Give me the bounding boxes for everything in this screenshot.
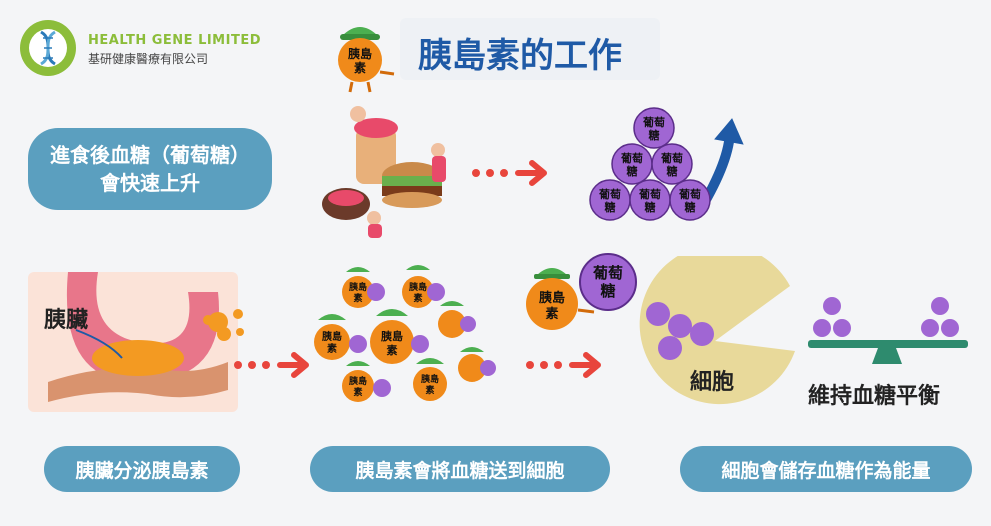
blood-sugar-rise-pill: 進食後血糖（葡萄糖） 會快速上升: [28, 128, 272, 210]
svg-text:葡萄: 葡萄: [598, 187, 621, 201]
glucose-small: [460, 316, 476, 332]
insulin-mascot-title: 胰島 素: [330, 14, 400, 94]
svg-text:胰島: 胰島: [409, 281, 427, 293]
step3-pill: 細胞會儲存血糖作為能量: [680, 446, 972, 492]
svg-text:素: 素: [353, 386, 362, 398]
pancreas-illustration: [28, 272, 238, 412]
step2-pill: 胰島素會將血糖送到細胞: [310, 446, 610, 492]
svg-text:素: 素: [387, 343, 398, 357]
glucose-in-cell: [690, 322, 714, 346]
glucose-small: [823, 297, 841, 315]
page-title: 胰島素的工作: [418, 36, 622, 76]
mascot-label-bottom: 素: [354, 60, 366, 75]
svg-text:素: 素: [425, 384, 434, 396]
svg-text:胰島: 胰島: [322, 330, 342, 343]
glucose-molecule: 葡萄 糖: [669, 179, 711, 221]
food-illustration: [316, 100, 456, 240]
glucose-in-cell: [646, 302, 670, 326]
title-background: [400, 18, 660, 80]
svg-text:胰島: 胰島: [421, 373, 439, 385]
svg-text:葡萄: 葡萄: [638, 187, 661, 201]
svg-text:糖: 糖: [627, 164, 638, 178]
glucose-molecule: 葡萄 糖: [651, 143, 693, 185]
glucose-small: [427, 283, 445, 301]
glucose-small: [480, 360, 496, 376]
step2-label: 胰島素會將血糖送到細胞: [355, 459, 565, 482]
glucose-molecule: 葡萄 糖: [633, 107, 675, 149]
insulin-mascot: [458, 347, 486, 382]
insulin-mascot: [438, 301, 466, 338]
svg-text:胰島: 胰島: [349, 375, 367, 387]
svg-text:胰島: 胰島: [349, 281, 367, 293]
arrow-pancreas-to-insulin: [232, 350, 312, 380]
svg-text:糖: 糖: [685, 200, 696, 214]
svg-text:胰島: 胰島: [380, 329, 403, 343]
glucose-pyramid: 葡萄 糖 葡萄 糖 葡萄 糖 葡萄 糖 葡萄 糖 葡萄 糖: [589, 107, 744, 221]
mascot-label-top: 胰島: [348, 46, 372, 61]
step1-label: 胰臟分泌胰島素: [75, 459, 209, 482]
step1-pill: 胰臟分泌胰島素: [44, 446, 240, 492]
secretion-dots: [200, 304, 250, 344]
svg-text:葡萄: 葡萄: [678, 187, 701, 201]
glucose-small: [411, 335, 429, 353]
glucose-molecule: 葡萄 糖: [629, 179, 671, 221]
svg-text:糖: 糖: [605, 200, 616, 214]
svg-text:葡萄: 葡萄: [592, 264, 623, 282]
glucose-in-cell: [658, 336, 682, 360]
svg-text:葡萄: 葡萄: [620, 151, 643, 165]
glucose-small: [813, 319, 831, 337]
company-name-en: HEALTH GENE LIMITED: [88, 33, 261, 48]
svg-text:素: 素: [413, 292, 422, 304]
glucose-small: [373, 379, 391, 397]
svg-text:素: 素: [327, 342, 337, 355]
arrow-food-to-glucose: [470, 158, 550, 188]
insulin-mascot: 胰島 素: [314, 314, 350, 360]
company-logo: [18, 18, 78, 78]
glucose-molecule: 葡萄 糖: [611, 143, 653, 185]
svg-text:胰島: 胰島: [539, 290, 565, 306]
glucose-small: [349, 335, 367, 353]
glucose-small: [941, 319, 959, 337]
cell-illustration: [639, 256, 795, 405]
glucose-small: [921, 319, 939, 337]
svg-text:素: 素: [353, 292, 362, 304]
svg-text:糖: 糖: [645, 200, 656, 214]
insulin-mascot: 胰島 素: [342, 361, 374, 402]
insulin-carrying-glucose: 胰島 素 葡萄 糖: [526, 253, 637, 330]
svg-text:葡萄: 葡萄: [642, 115, 665, 129]
insulin-crowd: 胰島 素 胰島 素 胰島 素 胰島 素 胰島 素 胰島 素: [314, 265, 496, 402]
blood-sugar-rise-line1: 進食後血糖（葡萄糖）: [50, 143, 250, 167]
insulin-mascot: 胰島 素: [342, 267, 374, 308]
pancreas-label: 胰臟: [44, 308, 89, 333]
arrow-insulin-to-cell: [524, 350, 604, 380]
cell-label: 細胞: [690, 370, 735, 395]
glucose-molecule: 葡萄 糖: [589, 179, 631, 221]
step3-label: 細胞會儲存血糖作為能量: [721, 459, 931, 482]
insulin-mascot: 胰島 素: [370, 309, 414, 364]
insulin-mascot: 胰島 素: [413, 358, 447, 401]
glucose-small: [931, 297, 949, 315]
insulin-mascot: 胰島 素: [402, 265, 434, 308]
glucose-small: [833, 319, 851, 337]
balance-label: 維持血糖平衡: [808, 384, 941, 409]
glucose-small: [367, 283, 385, 301]
company-name-zh: 基研健康醫療有限公司: [88, 52, 209, 66]
svg-text:糖: 糖: [667, 164, 678, 178]
dna-logo-icon: [20, 20, 76, 76]
svg-text:糖: 糖: [649, 128, 660, 142]
balance-seesaw: [808, 297, 968, 364]
svg-text:素: 素: [545, 306, 558, 322]
svg-text:糖: 糖: [600, 282, 615, 300]
glucose-bubble: [579, 253, 637, 311]
glucose-in-cell: [668, 314, 692, 338]
blood-sugar-rise-line2: 會快速上升: [100, 171, 200, 195]
svg-text:葡萄: 葡萄: [660, 151, 683, 165]
